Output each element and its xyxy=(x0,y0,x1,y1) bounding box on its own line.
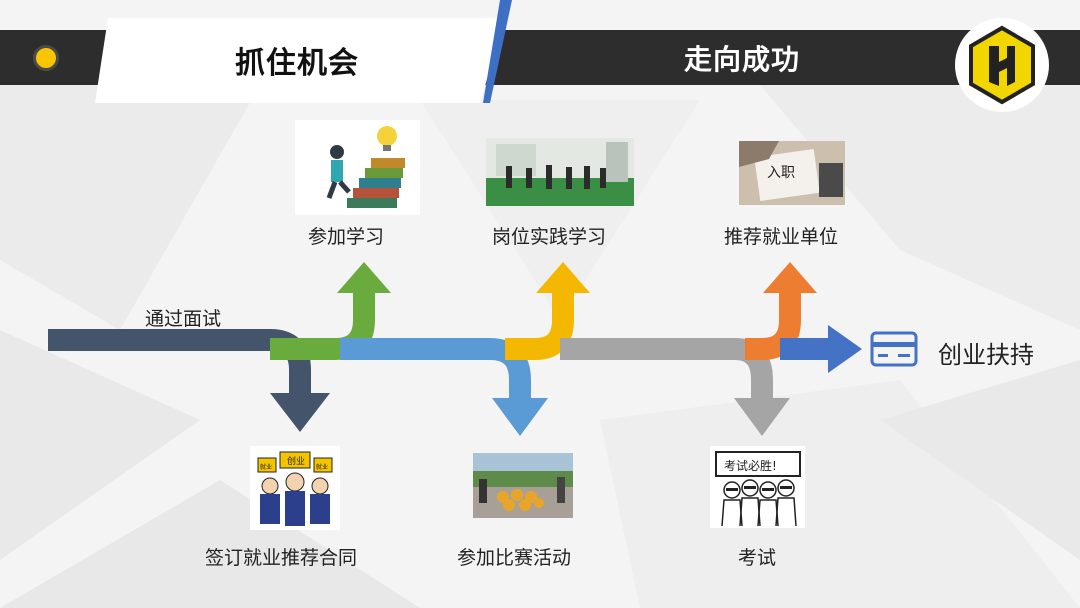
competition-image xyxy=(473,453,573,518)
arrow-practice xyxy=(505,292,574,360)
study-image xyxy=(295,120,420,215)
arrow-exam xyxy=(560,338,773,400)
exam-image: 考试必胜! xyxy=(710,446,805,528)
credit-card-icon xyxy=(870,331,918,367)
step-study-label: 参加学习 xyxy=(308,226,385,248)
job-sign-text: 入职 xyxy=(767,165,795,181)
step-contract-label: 签订就业推荐合同 xyxy=(205,547,358,569)
logo xyxy=(955,18,1049,112)
header-shapes xyxy=(95,0,512,103)
contract-image: 就业 创业 就业 xyxy=(250,446,340,530)
svg-text:创业: 创业 xyxy=(287,455,305,467)
step-competition-label: 参加比赛活动 xyxy=(457,547,572,569)
start-label: 通过面试 xyxy=(145,308,222,330)
left-title: 抓住机会 xyxy=(235,46,359,81)
arrow-contract xyxy=(48,329,311,395)
h-logo-icon xyxy=(969,25,1035,105)
step-exam-label: 考试 xyxy=(738,547,777,569)
recommend-image: 入职 xyxy=(739,141,845,205)
right-title: 走向成功 xyxy=(684,43,801,76)
svg-text:考试必胜!: 考试必胜! xyxy=(724,458,777,473)
arrow-competition xyxy=(340,338,531,400)
svg-text:就业: 就业 xyxy=(316,463,328,471)
practice-image xyxy=(486,138,634,206)
step-recommend-label: 推荐就业单位 xyxy=(724,226,839,248)
step-practice-label: 岗位实践学习 xyxy=(492,226,607,248)
svg-text:就业: 就业 xyxy=(260,463,272,471)
end-label: 创业扶持 xyxy=(938,341,1034,369)
yellow-dot-icon xyxy=(33,45,59,71)
